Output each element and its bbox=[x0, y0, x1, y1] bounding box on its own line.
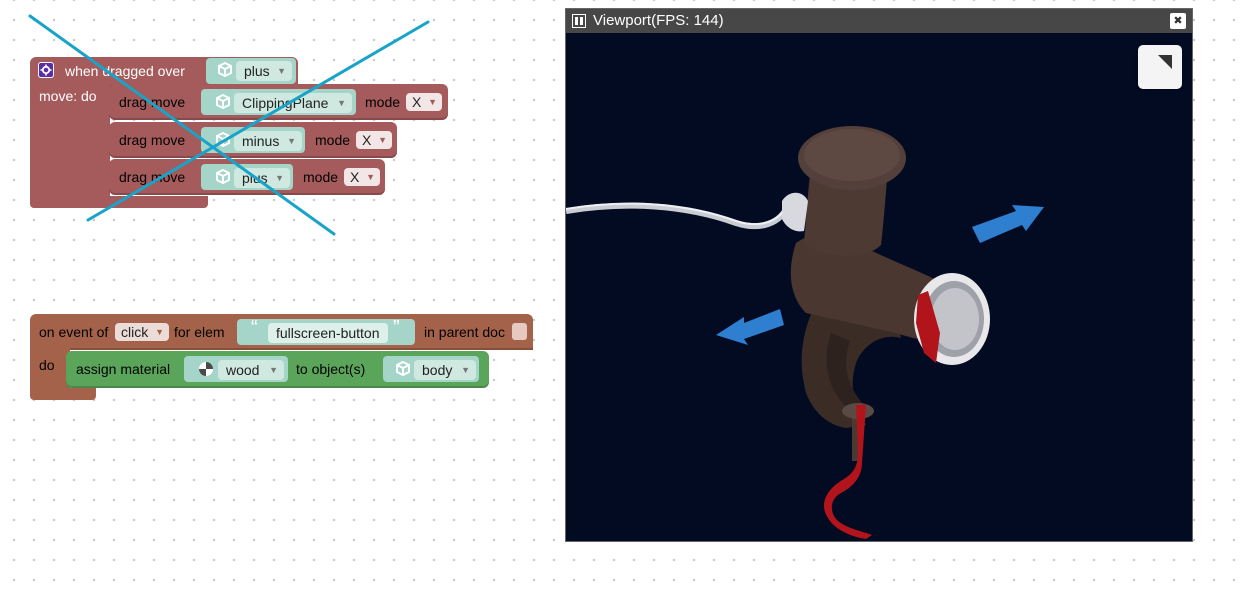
cable bbox=[566, 202, 791, 230]
block-footer bbox=[30, 388, 96, 400]
object-dropdown[interactable]: minus ▼ bbox=[234, 131, 302, 151]
mode-label: mode bbox=[303, 169, 339, 185]
gizmo-arrow-left[interactable] bbox=[716, 309, 784, 345]
header-object-value: plus bbox=[244, 63, 270, 79]
object-value: ClippingPlane bbox=[242, 95, 329, 111]
material-dropdown[interactable]: wood ▼ bbox=[218, 360, 284, 380]
on-event-label: on event of bbox=[39, 324, 109, 340]
target-object-value: body bbox=[422, 362, 453, 378]
pause-icon[interactable] bbox=[572, 14, 586, 28]
drag-move-label: drag move bbox=[119, 94, 186, 110]
dropdown-arrow-icon: ▼ bbox=[287, 136, 296, 146]
in-parent-doc-checkbox[interactable] bbox=[512, 323, 527, 340]
viewport-title-bar[interactable]: Viewport(FPS: 144) ✖ bbox=[566, 9, 1192, 33]
event-dropdown[interactable]: click ▼ bbox=[115, 323, 169, 341]
fullscreen-icon bbox=[1158, 55, 1172, 69]
viewport-title: Viewport(FPS: 144) bbox=[593, 12, 724, 29]
mode-value: X bbox=[362, 132, 372, 148]
drag-move-label: drag move bbox=[119, 132, 186, 148]
object-dropdown[interactable]: ClippingPlane ▼ bbox=[234, 93, 352, 113]
grinder-red-cut bbox=[916, 291, 940, 363]
viewport-window[interactable]: Viewport(FPS: 144) ✖ bbox=[565, 8, 1193, 542]
clamp-screw bbox=[852, 411, 862, 461]
do-label: do bbox=[39, 357, 55, 373]
dropdown-arrow-icon: ▼ bbox=[428, 97, 437, 107]
gizmo-arrow-right[interactable] bbox=[972, 205, 1044, 243]
dropdown-arrow-icon: ▼ bbox=[277, 66, 286, 76]
element-id-value: fullscreen-button bbox=[276, 325, 380, 341]
move-do-label: move: do bbox=[39, 88, 97, 104]
gear-icon bbox=[38, 62, 54, 78]
element-id-input[interactable]: fullscreen-button bbox=[268, 323, 388, 343]
object-dropdown[interactable]: plus ▼ bbox=[234, 168, 290, 188]
fullscreen-button[interactable] bbox=[1138, 45, 1182, 89]
mode-label: mode bbox=[365, 94, 401, 110]
quote-open-icon: “ bbox=[251, 317, 258, 339]
dropdown-arrow-icon: ▼ bbox=[275, 173, 284, 183]
mode-dropdown[interactable]: X ▼ bbox=[406, 93, 442, 111]
for-elem-label: for elem bbox=[174, 324, 225, 340]
grinder-grate-inner bbox=[931, 288, 979, 350]
quote-close-icon: ” bbox=[393, 317, 400, 339]
grinder-body bbox=[790, 233, 951, 341]
cube-icon bbox=[216, 61, 234, 79]
grinder-base bbox=[801, 303, 901, 428]
dropdown-arrow-icon: ▼ bbox=[461, 365, 470, 375]
grinder-hopper-rim bbox=[804, 129, 900, 181]
header-object-dropdown[interactable]: plus ▼ bbox=[236, 61, 292, 81]
when-dragged-over-label: when dragged over bbox=[65, 63, 185, 79]
event-value: click bbox=[121, 324, 149, 340]
to-objects-label: to object(s) bbox=[296, 361, 366, 377]
mode-dropdown[interactable]: X ▼ bbox=[356, 131, 392, 149]
close-icon[interactable]: ✖ bbox=[1170, 13, 1186, 29]
dropdown-arrow-icon: ▼ bbox=[378, 135, 387, 145]
handle-knob bbox=[782, 192, 808, 232]
dropdown-arrow-icon: ▼ bbox=[269, 365, 278, 375]
dropdown-arrow-icon: ▼ bbox=[337, 98, 346, 108]
target-object-dropdown[interactable]: body ▼ bbox=[414, 360, 476, 380]
close-symbol: ✖ bbox=[1173, 15, 1183, 27]
mode-value: X bbox=[412, 94, 422, 110]
cable-highlight bbox=[566, 202, 789, 226]
dropdown-arrow-icon: ▼ bbox=[155, 327, 164, 337]
grinder-clamp-arm bbox=[826, 333, 864, 411]
in-parent-doc-label: in parent doc bbox=[424, 324, 505, 340]
dropdown-arrow-icon: ▼ bbox=[366, 172, 375, 182]
cube-icon bbox=[394, 360, 412, 378]
assign-material-label: assign material bbox=[76, 361, 171, 377]
drag-move-label: drag move bbox=[119, 169, 186, 185]
cube-icon bbox=[214, 93, 232, 111]
object-value: minus bbox=[242, 133, 280, 149]
mode-label: mode bbox=[315, 132, 351, 148]
red-hook bbox=[823, 405, 872, 539]
sphere-icon bbox=[197, 360, 215, 378]
mode-dropdown[interactable]: X ▼ bbox=[344, 168, 380, 186]
mode-value: X bbox=[350, 169, 360, 185]
material-value: wood bbox=[226, 362, 260, 378]
meat-grinder-scene[interactable] bbox=[566, 33, 1192, 541]
cube-icon bbox=[214, 168, 232, 186]
object-value: plus bbox=[242, 170, 268, 186]
block-footer bbox=[30, 196, 208, 208]
cube-icon bbox=[214, 131, 232, 149]
